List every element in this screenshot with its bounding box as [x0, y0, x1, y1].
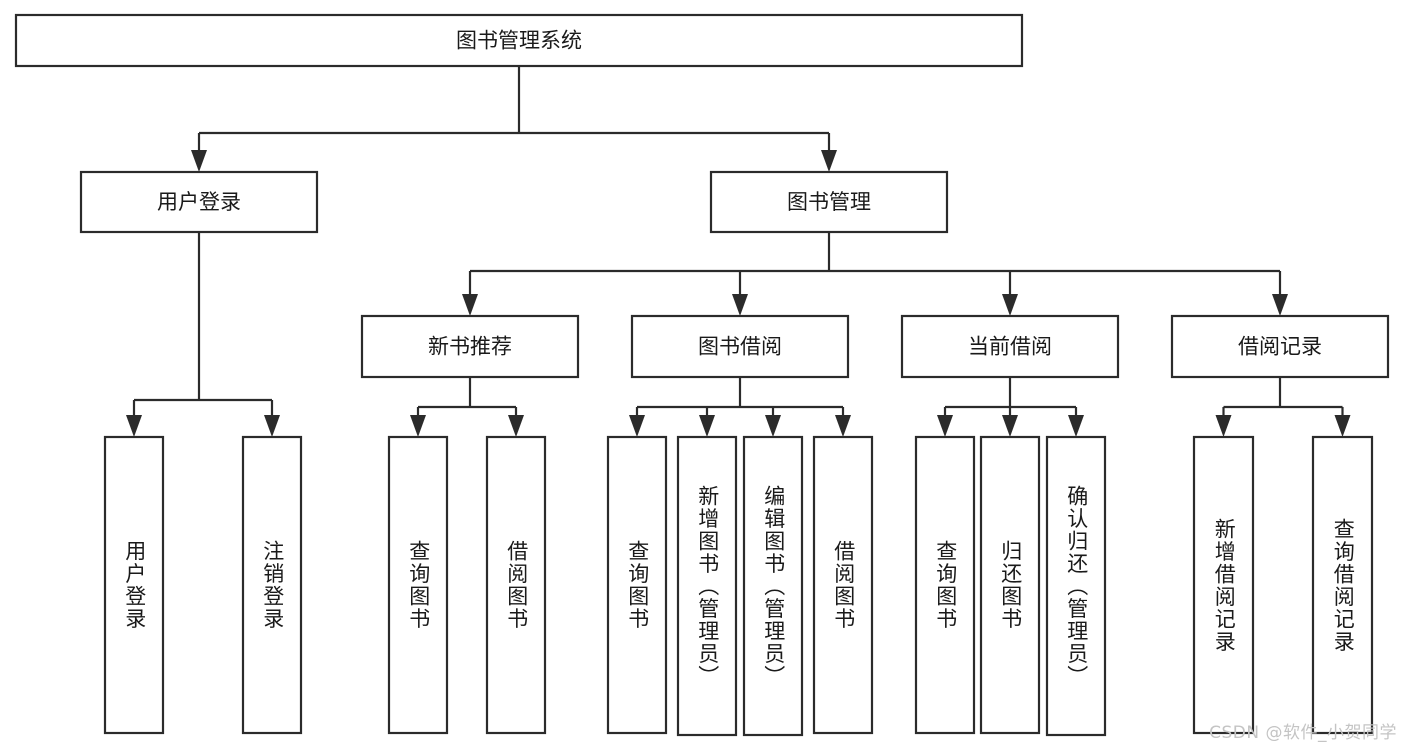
arrowhead-icon [1002, 294, 1018, 316]
arrowhead-icon [410, 415, 426, 437]
arrowhead-icon [508, 415, 524, 437]
arrowhead-icon [1068, 415, 1084, 437]
arrowhead-icon [191, 150, 207, 172]
node-root-label: 图书管理系统 [456, 29, 582, 53]
node-root-rect[interactable] [14, 13, 1024, 68]
arrowhead-icon [699, 415, 715, 437]
node-leaf-query-book-2-rect[interactable] [606, 435, 668, 735]
node-book-manage-label: 图书管理 [787, 190, 871, 214]
node-user-login[interactable]: 用户登录 [79, 170, 319, 234]
node-leaf-confirm-return-rect[interactable] [1045, 435, 1107, 737]
arrowhead-icon [821, 150, 837, 172]
node-leaf-query-record-rect[interactable] [1311, 435, 1374, 735]
node-book-borrow-label: 图书借阅 [698, 335, 782, 359]
node-new-book-rec-rect[interactable] [360, 314, 580, 379]
arrowhead-icon [765, 415, 781, 437]
node-book-borrow[interactable]: 图书借阅 [630, 314, 850, 379]
arrowhead-icon [1215, 415, 1232, 437]
node-leaf-add-record-rect[interactable] [1192, 435, 1255, 735]
node-borrow-record-rect[interactable] [1170, 314, 1390, 379]
node-leaf-user-logout-rect[interactable] [241, 435, 303, 735]
node-leaf-add-book-rect[interactable] [676, 435, 738, 737]
node-current-borrow-label: 当前借阅 [968, 335, 1052, 359]
node-leaf-query-book-1-rect[interactable] [387, 435, 449, 735]
node-leaf-borrow-book-1-rect[interactable] [485, 435, 547, 735]
arrowhead-icon [732, 294, 748, 316]
node-leaf-edit-book-rect[interactable] [742, 435, 804, 737]
arrowhead-icon [462, 294, 478, 316]
node-book-borrow-rect[interactable] [630, 314, 850, 379]
node-borrow-record-label: 借阅记录 [1238, 335, 1322, 359]
node-current-borrow[interactable]: 当前借阅 [900, 314, 1120, 379]
watermark: CSDN @软件_小贺同学 [1209, 723, 1397, 743]
arrowhead-icon [937, 415, 953, 437]
node-new-book-rec[interactable]: 新书推荐 [360, 314, 580, 379]
node-user-login-label: 用户登录 [157, 190, 241, 214]
node-book-manage-rect[interactable] [709, 170, 949, 234]
node-leaf-query-book-3-rect[interactable] [914, 435, 976, 735]
node-leaf-return-book-rect[interactable] [979, 435, 1041, 735]
node-leaf-borrow-book-2-rect[interactable] [812, 435, 874, 735]
arrowhead-icon [835, 415, 851, 437]
node-root[interactable]: 图书管理系统 [14, 13, 1024, 68]
arrowhead-icon [629, 415, 645, 437]
arrowhead-icon [126, 415, 142, 437]
node-leaf-user-login-rect[interactable] [103, 435, 165, 735]
arrowhead-icon [264, 415, 280, 437]
node-book-manage[interactable]: 图书管理 [709, 170, 949, 234]
arrowhead-icon [1002, 415, 1018, 437]
node-current-borrow-rect[interactable] [900, 314, 1120, 379]
arrowhead-icon [1334, 415, 1351, 437]
connector-layer [126, 66, 1351, 437]
node-new-book-rec-label: 新书推荐 [428, 335, 512, 359]
node-user-login-rect[interactable] [79, 170, 319, 234]
node-borrow-record[interactable]: 借阅记录 [1170, 314, 1390, 379]
arrowhead-icon [1272, 294, 1288, 316]
